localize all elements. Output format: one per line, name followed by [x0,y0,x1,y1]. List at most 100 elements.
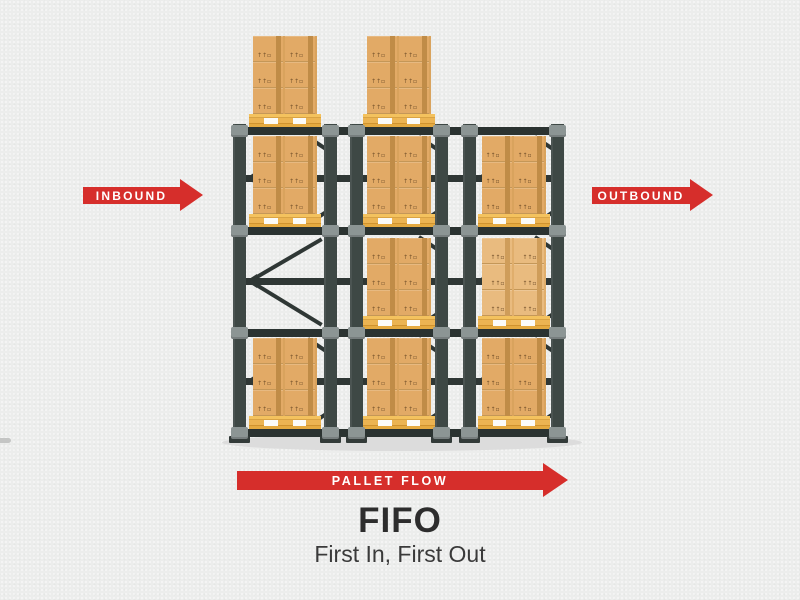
pallet-block [249,420,264,426]
shipping-mark: ↑↑▫ [490,254,505,261]
box-crease [536,338,542,364]
shipping-mark: ↑↑▫ [485,152,500,159]
box-crease [276,390,281,416]
cardboard-box: ↑↑▫ [513,238,546,264]
pallet: ↑↑▫↑↑▫↑↑▫↑↑▫↑↑▫↑↑▫ [363,238,435,329]
shipping-mark: ↑↑▫ [289,178,304,185]
pallet-block [477,218,493,224]
box-crease [504,390,510,416]
rack-foot [320,436,341,443]
pallet: ↑↑▫↑↑▫↑↑▫↑↑▫↑↑▫↑↑▫ [477,238,550,329]
outbound-arrowhead-icon [690,179,713,211]
pallet-block [477,420,493,426]
shipping-mark: ↑↑▫ [485,178,500,185]
pallet-deck-board [363,214,435,218]
rack-post-cap [231,225,248,237]
rack-post [233,124,246,441]
box-crease [276,62,281,88]
shipping-mark: ↑↑▫ [257,78,272,85]
pallet-bottom-board [477,326,550,329]
rack-post-cap [322,427,339,439]
pallet-block [363,420,378,426]
shipping-mark: ↑↑▫ [403,354,418,361]
pallet-block [391,218,407,224]
box-crease [422,338,427,364]
box-crease [536,188,542,214]
cardboard-box: ↑↑▫ [285,88,317,114]
cardboard-box: ↑↑▫ [253,364,285,390]
pallet-block [277,218,293,224]
cardboard-box: ↑↑▫ [399,36,431,62]
pallet-block [506,218,521,224]
box-crease [422,364,427,390]
inbound-arrow: INBOUND [83,187,180,204]
box-crease [511,188,514,214]
box-crease [397,290,399,316]
cardboard-box: ↑↑▫ [285,390,317,416]
box-crease [276,162,281,188]
rack-post-cap [549,125,566,137]
rack-beam [233,329,564,337]
cardboard-box: ↑↑▫ [399,238,431,264]
pallet-gap [264,218,278,224]
box-crease [390,188,395,214]
box-crease [276,136,281,162]
pallet-flow-label: PALLET FLOW [331,473,449,488]
pallet-cargo: ↑↑▫↑↑▫↑↑▫↑↑▫↑↑▫↑↑▫ [367,36,431,114]
box-crease [308,162,313,188]
shipping-mark: ↑↑▫ [403,204,418,211]
shipping-mark: ↑↑▫ [403,254,418,261]
box-crease [422,238,427,264]
box-crease [536,290,542,316]
box-crease [308,62,313,88]
shipping-mark: ↑↑▫ [289,204,304,211]
rack-beam [233,127,564,135]
cardboard-box: ↑↑▫ [253,136,285,162]
box-crease [315,364,317,390]
box-crease [422,88,427,114]
cardboard-box: ↑↑▫ [285,162,317,188]
rack-post-cap [461,125,478,137]
box-crease [511,338,514,364]
shipping-mark: ↑↑▫ [371,104,386,111]
cardboard-box: ↑↑▫ [481,136,514,162]
pallet-block [420,118,435,124]
cardboard-box: ↑↑▫ [399,338,431,364]
shipping-mark: ↑↑▫ [490,280,505,287]
cardboard-box: ↑↑▫ [367,136,399,162]
pallet-gap [378,118,392,124]
pallet-gap [406,420,420,426]
shipping-mark: ↑↑▫ [517,178,532,185]
pallet-block [477,320,493,326]
cardboard-box: ↑↑▫ [399,188,431,214]
box-crease [390,36,395,62]
pallet: ↑↑▫↑↑▫↑↑▫↑↑▫↑↑▫↑↑▫ [363,36,435,127]
pallet-cargo: ↑↑▫↑↑▫↑↑▫↑↑▫↑↑▫↑↑▫ [367,136,431,214]
box-crease [504,238,510,264]
pallet-block [249,118,264,124]
shipping-mark: ↑↑▫ [289,104,304,111]
pallet-base [477,416,550,429]
box-crease [397,238,399,264]
cardboard-box: ↑↑▫ [285,136,317,162]
cardboard-box: ↑↑▫ [367,338,399,364]
box-crease [536,364,542,390]
cardboard-box: ↑↑▫ [285,36,317,62]
cardboard-box: ↑↑▫ [481,290,514,316]
pallet-block [391,118,407,124]
cardboard-box: ↑↑▫ [367,390,399,416]
box-crease [390,162,395,188]
rack-post [551,124,564,441]
box-crease [511,390,514,416]
rack-post-cap [348,427,365,439]
pallet-base [363,416,435,429]
pallet: ↑↑▫↑↑▫↑↑▫↑↑▫↑↑▫↑↑▫ [249,136,321,227]
box-crease [543,264,546,290]
shipping-mark: ↑↑▫ [403,406,418,413]
box-crease [536,264,542,290]
cardboard-box: ↑↑▫ [399,364,431,390]
pallet-deck-board [477,416,550,420]
rack-post-cap [549,427,566,439]
pallet-block [306,420,321,426]
box-crease [276,364,281,390]
